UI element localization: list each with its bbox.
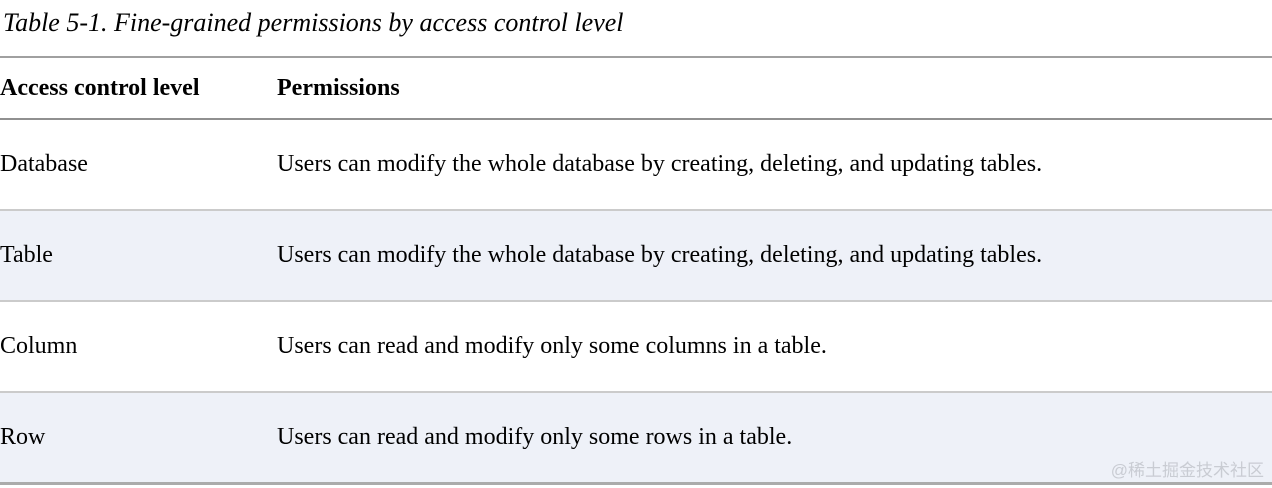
column-header-access-control-level: Access control level [0,57,277,120]
cell-permissions: Users can read and modify only some colu… [277,333,827,359]
table-row-column: Column Users can read and modify only so… [0,301,1272,392]
table-caption: Table 5-1. Fine-grained permissions by a… [3,8,624,37]
cell-access-control-level: Database [0,151,88,177]
cell-permissions: Users can read and modify only some rows… [277,423,793,450]
table-header-row: Access control level Permissions [0,57,1272,120]
cell-permissions: Users can modify the whole database by c… [277,242,1043,268]
column-header-permissions: Permissions [277,57,1272,120]
table-row-table: Table Users can modify the whole databas… [0,210,1272,301]
cell-access-control-level: Table [0,242,53,268]
cell-permissions: Users can modify the whole database by c… [277,151,1043,177]
table-row-row: Row Users can read and modify only some … [0,392,1272,483]
permissions-table: Access control level Permissions Databas… [0,56,1272,485]
table-row-database: Database Users can modify the whole data… [0,119,1272,210]
cell-access-control-level: Column [0,333,78,359]
cell-access-control-level: Row [0,423,46,450]
